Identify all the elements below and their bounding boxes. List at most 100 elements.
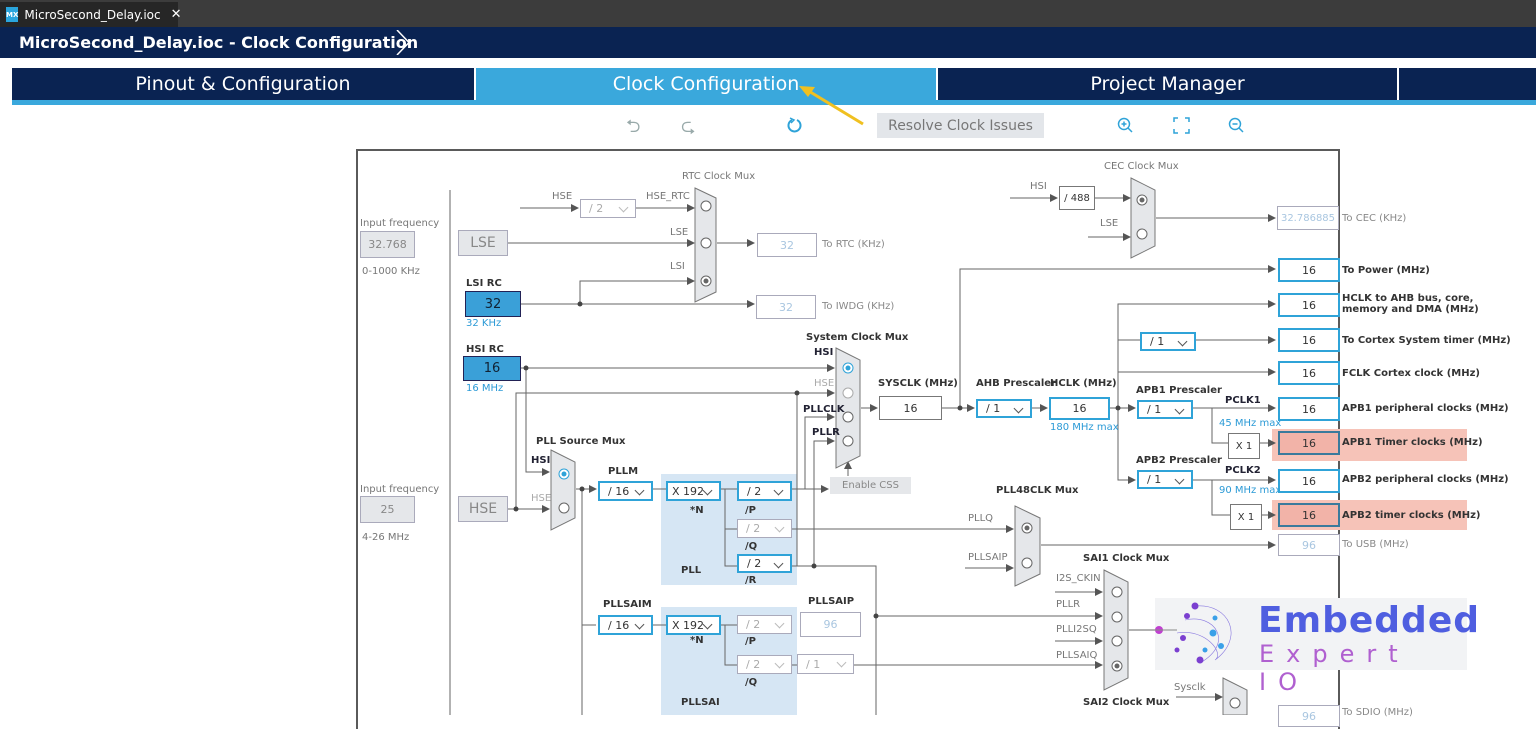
pclk2-max: 90 MHz max	[1219, 485, 1282, 496]
pllsain-label: *N	[690, 635, 704, 646]
rtc-output-value[interactable]: 32	[757, 233, 817, 257]
rtc-hse-rtc-label: HSE_RTC	[646, 191, 690, 202]
hsi-value: 16	[463, 356, 521, 381]
breadcrumb-label: MicroSecond_Delay.ioc - Clock Configurat…	[19, 33, 419, 52]
pllq-label: /Q	[745, 541, 758, 552]
cortex-timer-value[interactable]: 16	[1278, 328, 1340, 352]
fclk-value[interactable]: 16	[1278, 361, 1340, 385]
apb1-timer-value[interactable]: 16	[1278, 431, 1340, 455]
hclk-value[interactable]: 16	[1049, 397, 1110, 420]
pllp-select[interactable]: / 2	[737, 481, 792, 501]
refresh-icon[interactable]	[787, 117, 805, 135]
lse-block[interactable]: LSE	[458, 230, 508, 256]
pllsaip-select[interactable]: / 2	[737, 615, 792, 634]
lse-input-frequency[interactable]: 32.768	[360, 231, 415, 258]
cec-hsi-label: HSI	[1030, 181, 1047, 192]
ahb-prescaler-label: AHB Prescaler	[976, 378, 1057, 389]
rtc-mux-title: RTC Clock Mux	[682, 171, 756, 182]
apb1-peripheral-value[interactable]: 16	[1278, 397, 1340, 421]
power-clock-value[interactable]: 16	[1278, 258, 1340, 282]
zoom-out-icon[interactable]	[1228, 117, 1246, 135]
pll-source-mux-title: PLL Source Mux	[536, 436, 626, 447]
hclk-ahb-label: HCLK to AHB bus, core, memory and DMA (M…	[1342, 293, 1479, 315]
tab-label: Pinout & Configuration	[135, 73, 351, 95]
pllsaiq-divider-select[interactable]: / 1	[797, 654, 854, 674]
cec-mux-title: CEC Clock Mux	[1104, 161, 1179, 172]
editor-tab-strip	[0, 0, 1536, 27]
pllq-select[interactable]: / 2	[737, 519, 792, 538]
apb2-timer-multiplier: X 1	[1230, 504, 1262, 530]
apb2-prescaler-label: APB2 Prescaler	[1136, 455, 1222, 466]
pll48-pllsaip-label: PLLSAIP	[968, 552, 1008, 563]
pllsai-name: PLLSAI	[681, 697, 720, 708]
apb1-timer-multiplier: X 1	[1228, 433, 1260, 459]
pllm-select[interactable]: / 16	[598, 481, 653, 501]
tab-clock-configuration[interactable]: Clock Configuration	[476, 68, 936, 100]
sai1-input-label: PLLSAIQ	[1056, 650, 1098, 661]
pllp-label: /P	[745, 505, 756, 516]
lse-input-label: Input frequency	[360, 218, 440, 229]
cec-output-value[interactable]: 32.786885	[1277, 206, 1339, 230]
iwdg-output-value[interactable]: 32	[756, 295, 816, 319]
apb1-peripheral-label: APB1 peripheral clocks (MHz)	[1342, 403, 1509, 414]
fit-icon[interactable]	[1173, 117, 1191, 135]
sai1-mux-title: SAI1 Clock Mux	[1083, 553, 1170, 564]
pllsaiq-select[interactable]: / 2	[737, 655, 792, 674]
apb2-timer-value[interactable]: 16	[1278, 503, 1340, 527]
logo-text-expert-io: Expert IO	[1259, 640, 1410, 696]
file-tab[interactable]: MX MicroSecond_Delay.ioc ✕	[0, 2, 182, 27]
hsi-title: HSI RC	[466, 344, 504, 355]
sysclk-value[interactable]: 16	[879, 396, 942, 420]
usb-clock-value[interactable]: 96	[1278, 534, 1340, 556]
lsi-freq: 32 KHz	[466, 318, 502, 329]
sysmux-hsi-label: HSI	[814, 347, 834, 358]
hclk-ahb-value[interactable]: 16	[1278, 293, 1340, 317]
tab-project-manager[interactable]: Project Manager	[938, 68, 1397, 100]
sdio-clock-value[interactable]: 96	[1278, 705, 1340, 727]
rtc-lse-label: LSE	[670, 227, 689, 238]
power-clock-label: To Power (MHz)	[1342, 265, 1430, 276]
close-icon[interactable]: ✕	[170, 7, 182, 22]
enable-css-button[interactable]: Enable CSS	[830, 477, 911, 494]
tab-tools[interactable]	[1399, 68, 1536, 100]
hclk-label: HCLK (MHz)	[1050, 378, 1117, 389]
hse-input-frequency[interactable]: 25	[360, 496, 415, 523]
hse-block[interactable]: HSE	[458, 496, 508, 522]
apb2-peripheral-value[interactable]: 16	[1278, 469, 1340, 493]
pllsaim-select[interactable]: / 16	[598, 615, 653, 635]
sai2-sysclk-label: Sysclk	[1174, 682, 1206, 693]
pllr-select[interactable]: / 2	[737, 554, 792, 573]
annotation-arrow	[799, 86, 864, 126]
logo-graphic	[1155, 602, 1232, 664]
rtc-hse-label: HSE	[552, 191, 573, 202]
ahb-prescaler-select[interactable]: / 1	[976, 399, 1032, 418]
cec-lse-label: LSE	[1100, 218, 1119, 229]
pllsaip-value[interactable]: 96	[800, 612, 861, 637]
hse-rtc-divider[interactable]: / 2	[580, 199, 636, 218]
plln-select[interactable]: X 192	[666, 481, 721, 501]
redo-icon[interactable]: ⮎	[681, 116, 696, 137]
pllsain-select[interactable]: X 192	[666, 615, 721, 635]
tab-label: Project Manager	[1090, 73, 1245, 95]
sdio-clock-label: To SDIO (MHz)	[1342, 707, 1413, 718]
apb2-peripheral-label: APB2 peripheral clocks (MHz)	[1342, 474, 1509, 485]
apb2-prescaler-select[interactable]: / 1	[1137, 470, 1193, 489]
iwdg-output-label: To IWDG (KHz)	[822, 301, 895, 312]
tab-pinout-configuration[interactable]: Pinout & Configuration	[12, 68, 474, 100]
sysmux-hse-label: HSE	[814, 378, 835, 389]
sai1-input-label: I2S_CKIN	[1056, 573, 1101, 584]
apb1-prescaler-select[interactable]: / 1	[1137, 400, 1193, 419]
sysclk-label: SYSCLK (MHz)	[878, 378, 958, 389]
lse-range: 0-1000 KHz	[362, 266, 420, 277]
pllsrc-hsi-label: HSI	[531, 455, 551, 466]
pllsaiq-label: /Q	[745, 677, 758, 688]
breadcrumb: MicroSecond_Delay.ioc - Clock Configurat…	[0, 27, 1536, 58]
cortex-timer-divider-select[interactable]: / 1	[1140, 332, 1196, 351]
undo-icon[interactable]: ⮌	[626, 116, 641, 137]
apb1-prescaler-label: APB1 Prescaler	[1136, 385, 1222, 396]
fclk-label: FCLK Cortex clock (MHz)	[1342, 368, 1480, 379]
zoom-in-icon[interactable]	[1117, 117, 1135, 135]
cec-hsi-divider: / 488	[1059, 186, 1095, 210]
pllm-label: PLLM	[608, 466, 639, 477]
resolve-clock-issues-button[interactable]: Resolve Clock Issues	[877, 113, 1044, 138]
